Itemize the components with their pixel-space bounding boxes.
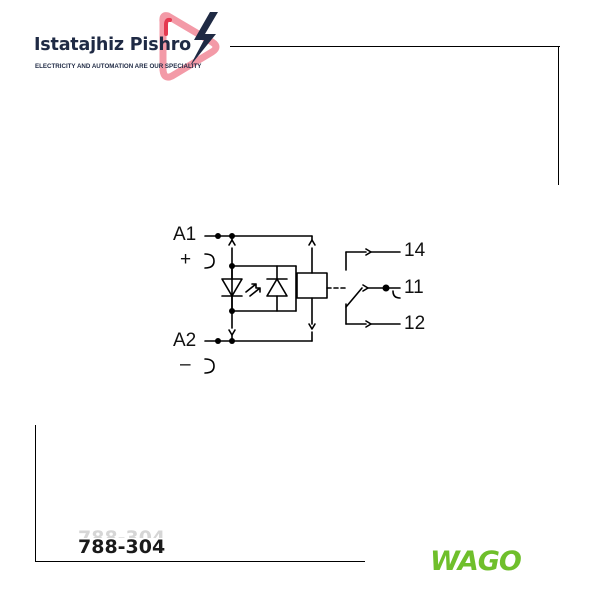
brand-tagline: ELECTRICITY AND AUTOMATION ARE OUR SPECI… (35, 63, 202, 70)
frame-bottom-line (35, 561, 365, 562)
terminal-a2-label: A2 (173, 330, 197, 351)
junction-dot (229, 338, 235, 344)
terminal-a1-label: A1 (173, 224, 197, 245)
plug-contact-top-right (308, 239, 316, 246)
suppressor-diode-icon (266, 278, 288, 297)
terminal-14-label: 14 (404, 240, 426, 261)
junction-dot (382, 284, 390, 292)
frame-left-line (35, 425, 36, 562)
terminal-minus-label: – (180, 354, 191, 375)
switch-blade (345, 287, 363, 308)
junction-dot (215, 233, 221, 239)
junction-dot (229, 263, 235, 269)
part-number-shadow: 788-304 (78, 527, 166, 538)
terminal-11-hook (392, 290, 401, 299)
terminal-plus-label: + (180, 249, 192, 270)
junction-dot (215, 338, 221, 344)
plug-contact-bottom-right (308, 323, 316, 330)
plus-terminal-hook (204, 253, 215, 269)
frame-right-line (558, 46, 559, 185)
frame-top-line (230, 46, 560, 47)
part-number: 788-304 (78, 536, 166, 558)
brand-name: Istatajhiz Pishro (34, 35, 191, 55)
terminal-11-label: 11 (404, 277, 424, 298)
terminal-12-label: 12 (404, 313, 426, 334)
company-logo: Istatajhiz Pishro ELECTRICITY AND AUTOMA… (0, 0, 600, 100)
wago-logo: WAGO (430, 546, 522, 577)
junction-dot (229, 233, 235, 239)
relay-schematic (204, 233, 401, 374)
junction-dot (229, 308, 235, 314)
plug-contact-top-left (228, 239, 236, 246)
play-lightning-logo-icon (159, 12, 220, 81)
relay-coil (296, 272, 328, 299)
led-arrows-icon (245, 283, 261, 297)
minus-terminal-hook (204, 358, 215, 374)
